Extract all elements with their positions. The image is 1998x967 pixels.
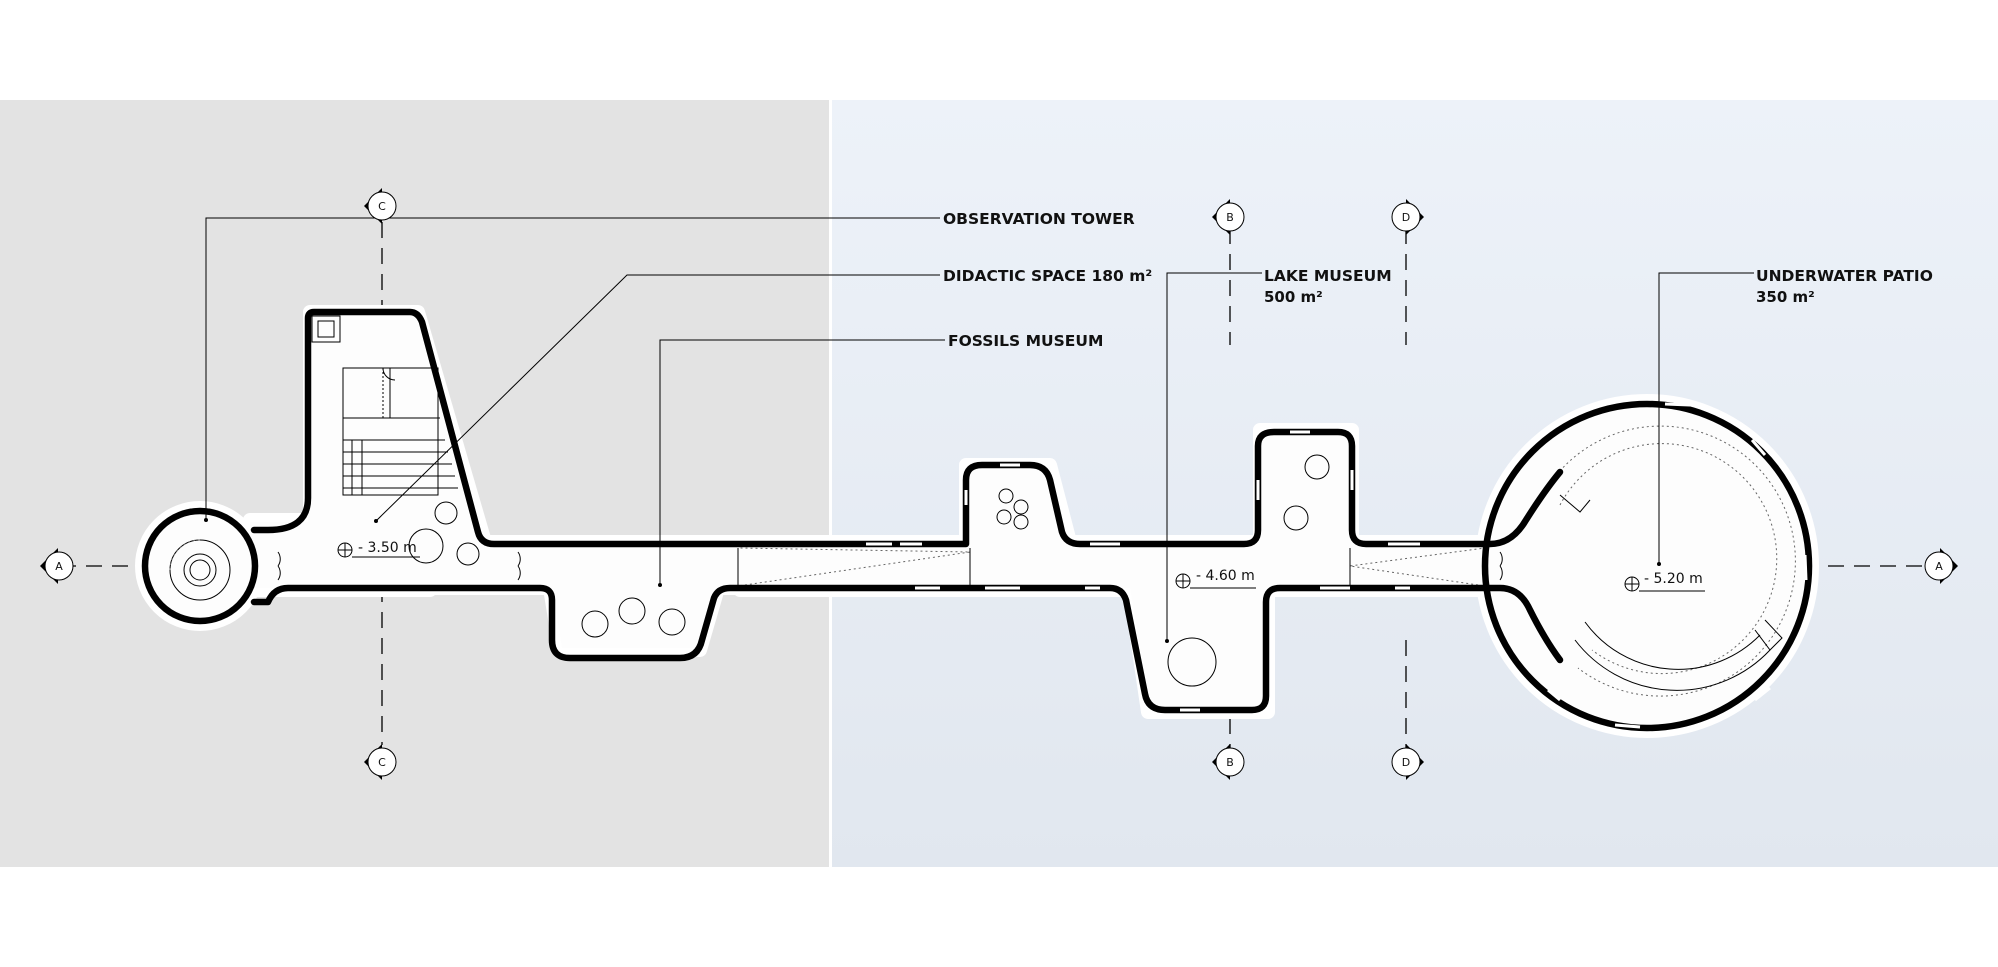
level-label-didactic: - 3.50 m bbox=[358, 540, 417, 556]
label-lake-museum: LAKE MUSEUM bbox=[1264, 267, 1392, 285]
outer-walls bbox=[141, 308, 1813, 732]
section-marker-b-bottom: B bbox=[1212, 744, 1245, 780]
exhibits bbox=[408, 454, 1330, 687]
label-didactic-space: DIDACTIC SPACE 180 m² bbox=[943, 267, 1152, 285]
svg-text:D: D bbox=[1402, 756, 1410, 769]
section-marker-d-top: D bbox=[1391, 199, 1424, 235]
section-marker-a-left: A bbox=[40, 548, 74, 584]
level-marker-patio: - 5.20 m bbox=[1624, 571, 1705, 592]
svg-text:A: A bbox=[1935, 560, 1943, 573]
section-marker-a-right: A bbox=[1924, 548, 1958, 584]
level-label-patio: - 5.20 m bbox=[1644, 571, 1703, 587]
level-marker-didactic: - 3.50 m bbox=[337, 540, 420, 558]
level-label-lake: - 4.60 m bbox=[1196, 568, 1255, 584]
shoreline-divider bbox=[829, 100, 832, 867]
section-marker-d-bottom: D bbox=[1391, 744, 1424, 780]
label-lake-museum-area: 500 m² bbox=[1264, 288, 1323, 306]
level-marker-lake: - 4.60 m bbox=[1175, 568, 1256, 589]
label-underwater-patio-area: 350 m² bbox=[1756, 288, 1815, 306]
label-fossils-museum: FOSSILS MUSEUM bbox=[948, 332, 1103, 350]
section-marker-c-bottom: C bbox=[364, 744, 397, 780]
section-marker-c-top: C bbox=[364, 188, 397, 224]
label-underwater-patio: UNDERWATER PATIO bbox=[1756, 267, 1933, 285]
leader-lines bbox=[204, 217, 1754, 643]
svg-text:C: C bbox=[378, 200, 386, 213]
svg-text:C: C bbox=[378, 756, 386, 769]
svg-text:D: D bbox=[1402, 211, 1410, 224]
windows bbox=[866, 402, 1808, 729]
svg-text:B: B bbox=[1226, 756, 1234, 769]
interior-details bbox=[169, 315, 1796, 697]
building-floor bbox=[144, 312, 1810, 729]
section-marker-b-top: B bbox=[1212, 199, 1245, 235]
svg-text:B: B bbox=[1226, 211, 1234, 224]
label-observation-tower: OBSERVATION TOWER bbox=[943, 210, 1135, 228]
svg-text:A: A bbox=[55, 560, 63, 573]
